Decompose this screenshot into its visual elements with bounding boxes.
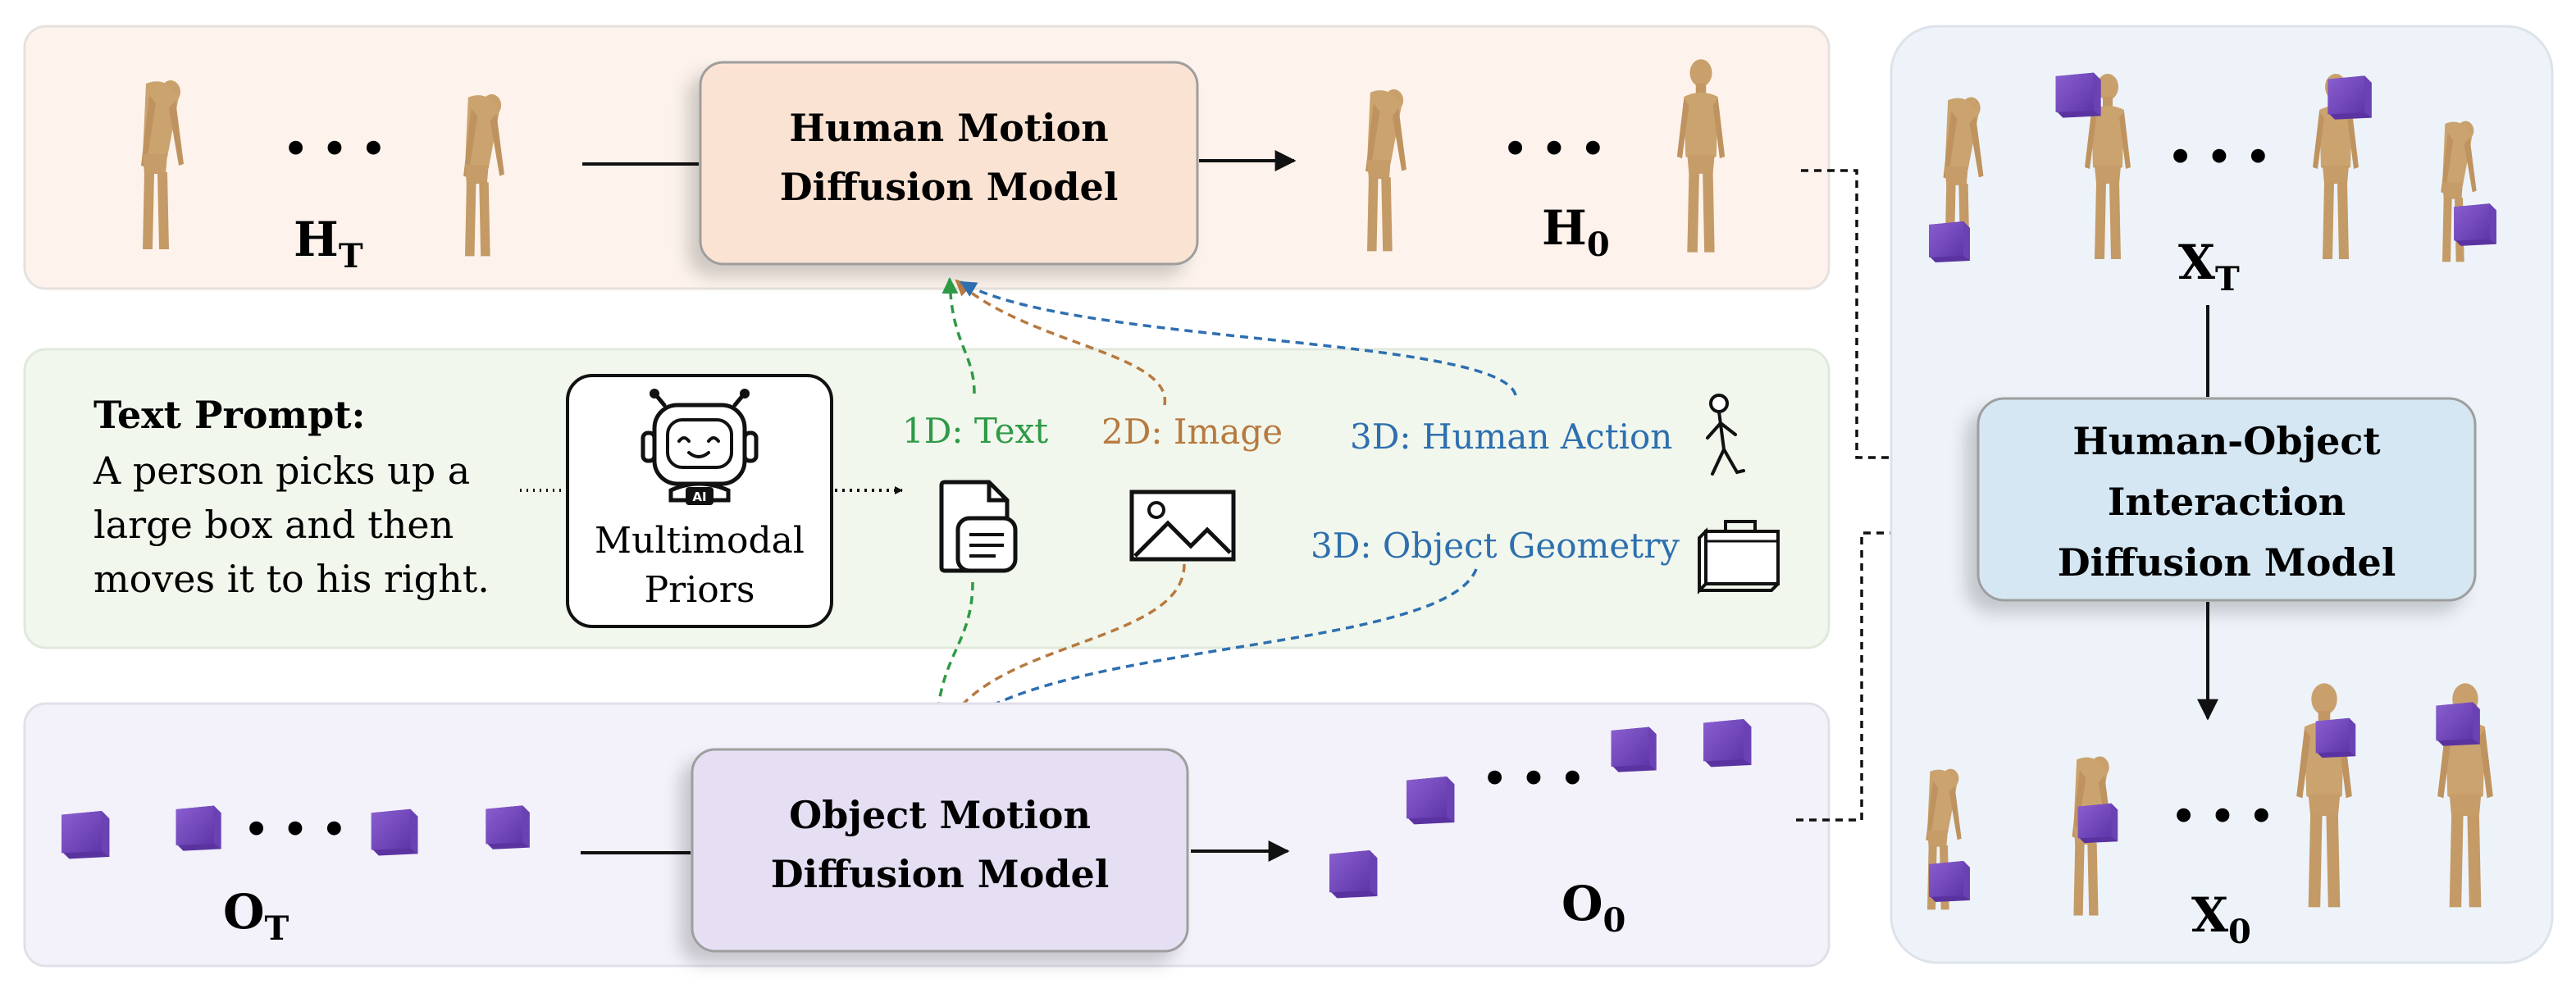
robot-ai-tag: AI bbox=[692, 490, 706, 504]
prompt-line: moves it to his right. bbox=[93, 557, 490, 601]
interaction-model-line3: Diffusion Model bbox=[2058, 540, 2396, 585]
prior-panel: Text Prompt: A person picks up a large b… bbox=[23, 348, 1831, 649]
interaction-noisy-label: XT bbox=[2178, 235, 2240, 298]
human-model-line1: Human Motion bbox=[789, 106, 1108, 150]
suitcase-icon bbox=[1698, 520, 1780, 594]
noisy-object-box bbox=[62, 811, 110, 859]
clean-interaction-box bbox=[2436, 702, 2480, 746]
object-ellipsis: • • • bbox=[244, 807, 346, 853]
human-model-line2: Diffusion Model bbox=[780, 165, 1119, 209]
noisy-interaction-box bbox=[2055, 72, 2101, 118]
priors-line1: Multimodal bbox=[595, 520, 805, 562]
text-to-human-arrow bbox=[941, 277, 976, 394]
condition-object-geometry-label: 3D: Object Geometry bbox=[1311, 526, 1680, 566]
interaction-clean-ellipsis: • • • bbox=[2171, 794, 2273, 840]
human-clean-ellipsis: • • • bbox=[1502, 126, 1605, 172]
object-clean-label: O0 bbox=[1562, 876, 1625, 940]
human-clean-label: H0 bbox=[1542, 200, 1610, 264]
clean-object-box bbox=[1611, 726, 1657, 772]
object-noisy-label: OT bbox=[223, 884, 290, 948]
object-clean-ellipsis: • • • bbox=[1482, 756, 1584, 802]
clean-object-box bbox=[1703, 719, 1752, 767]
interaction-model-line2: Interaction bbox=[2108, 480, 2346, 524]
condition-human-action-label: 3D: Human Action bbox=[1350, 417, 1672, 457]
human-noisy-label: HT bbox=[294, 212, 363, 276]
priors-line2: Priors bbox=[645, 569, 755, 611]
stick-figure-icon bbox=[1706, 394, 1745, 476]
noisy-object-box bbox=[176, 805, 221, 851]
condition-image-label: 2D: Image bbox=[1101, 412, 1283, 452]
interaction-panel: • • • XT Human-Object Interaction Diffus… bbox=[1890, 25, 2554, 964]
image-icon bbox=[1129, 490, 1236, 562]
image-to-human-arrow bbox=[955, 279, 1166, 406]
noisy-interaction-box bbox=[2454, 203, 2496, 246]
text-to-object-arrow bbox=[928, 581, 974, 743]
prompt-line: A person picks up a bbox=[93, 449, 470, 493]
clean-interaction-box bbox=[1929, 861, 1970, 902]
action-to-human-arrow bbox=[960, 280, 1517, 396]
clean-interaction-box bbox=[2315, 717, 2356, 758]
interaction-model-line1: Human-Object bbox=[2072, 419, 2381, 463]
human-ellipsis: • • • bbox=[283, 126, 385, 172]
object-motion-panel: • • • OT Object Motion Diffusion Model •… bbox=[23, 702, 1831, 968]
noisy-interaction-box bbox=[2328, 75, 2372, 120]
interaction-ellipsis: • • • bbox=[2168, 134, 2270, 180]
noisy-object-box bbox=[486, 805, 530, 849]
clean-object-box bbox=[1407, 777, 1455, 825]
noisy-interaction-box bbox=[1929, 221, 1970, 262]
robot-icon: AI bbox=[641, 389, 759, 505]
object-model-line1: Object Motion bbox=[789, 793, 1091, 837]
prompt-line: large box and then bbox=[93, 503, 454, 547]
prompt-title: Text Prompt: bbox=[93, 393, 365, 437]
human-motion-panel: • • • HT Human Motion Diffusion Model • … bbox=[23, 25, 1831, 290]
noisy-object-box bbox=[371, 808, 418, 856]
condition-text-label: 1D: Text bbox=[902, 411, 1048, 451]
clean-interaction-box bbox=[2077, 803, 2118, 844]
interaction-clean-label: X0 bbox=[2191, 887, 2251, 951]
human-motion-model bbox=[699, 61, 1199, 266]
document-icon bbox=[939, 480, 1018, 573]
object-model-line2: Diffusion Model bbox=[771, 852, 1110, 896]
interaction-model bbox=[1976, 397, 2477, 602]
clean-object-box bbox=[1329, 850, 1378, 899]
object-motion-model bbox=[691, 748, 1189, 953]
